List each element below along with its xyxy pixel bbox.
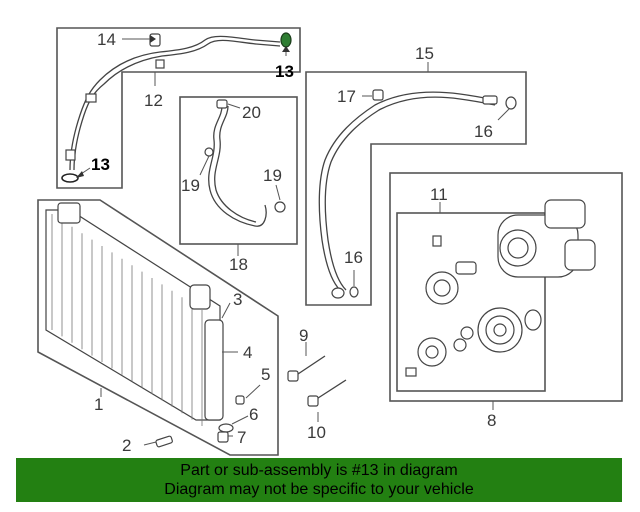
callout-19-left: 19 bbox=[181, 176, 200, 195]
callout-20: 20 bbox=[242, 103, 261, 122]
callout-16-lower: 16 bbox=[344, 248, 363, 267]
callout-10: 10 bbox=[307, 423, 326, 442]
callout-16-right: 16 bbox=[474, 122, 493, 141]
banner-line-1: Part or sub-assembly is #13 in diagram bbox=[180, 462, 458, 479]
callout-5: 5 bbox=[261, 365, 270, 384]
callout-13-upper: 13 bbox=[275, 62, 294, 81]
banner-line-2: Diagram may not be specific to your vehi… bbox=[164, 481, 474, 498]
callout-15: 15 bbox=[415, 44, 434, 63]
callout-12: 12 bbox=[144, 91, 163, 110]
callout-9: 9 bbox=[299, 326, 308, 345]
callout-14: 14 bbox=[97, 30, 116, 49]
callout-4: 4 bbox=[243, 343, 252, 362]
condenser bbox=[37, 199, 279, 456]
o-ring-13-lower bbox=[61, 173, 79, 183]
group-12-box bbox=[56, 27, 301, 189]
bolts-9-10 bbox=[287, 342, 347, 422]
group-15-box bbox=[305, 62, 527, 306]
callout-18: 18 bbox=[229, 255, 248, 274]
callout-3: 3 bbox=[233, 290, 242, 309]
callout-19-right: 19 bbox=[263, 166, 282, 185]
callout-13-lower: 13 bbox=[91, 155, 110, 174]
callout-7: 7 bbox=[237, 428, 246, 447]
o-ring-13-upper bbox=[280, 32, 292, 48]
callout-2: 2 bbox=[122, 436, 131, 455]
callout-1: 1 bbox=[94, 395, 103, 414]
callout-6: 6 bbox=[249, 405, 258, 424]
group-18-box bbox=[179, 96, 298, 256]
callout-8: 8 bbox=[487, 411, 496, 430]
callout-11: 11 bbox=[430, 185, 448, 204]
info-banner: Part or sub-assembly is #13 in diagram D… bbox=[16, 458, 622, 502]
callout-17: 17 bbox=[337, 87, 356, 106]
group-8-box bbox=[389, 172, 623, 410]
condenser-fins bbox=[51, 214, 203, 426]
